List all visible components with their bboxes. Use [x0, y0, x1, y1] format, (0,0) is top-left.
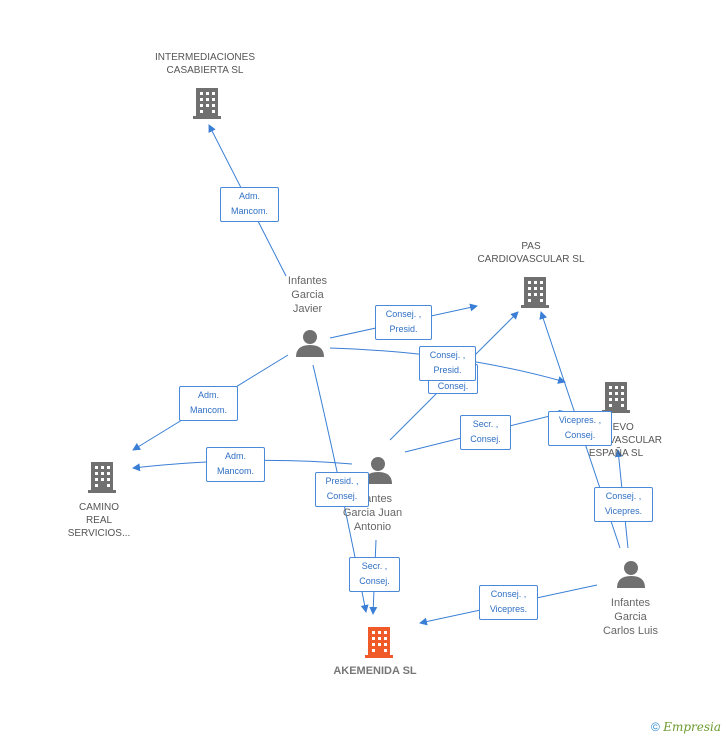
- building-icon-camino[interactable]: [88, 462, 116, 493]
- relation-role: Secr. ,: [361, 561, 388, 571]
- building-icon-akemenida[interactable]: [365, 627, 393, 658]
- relation-role: Consej.: [359, 576, 390, 586]
- relation-role: Consej.: [326, 491, 358, 501]
- company-name-line: AKEMENIDA SL: [333, 665, 417, 677]
- company-name-line: NUEVO: [598, 422, 634, 433]
- relation-role: Presid.: [433, 365, 462, 375]
- company-name-line: CASABIERTA SL: [166, 65, 244, 76]
- relation-role: Mancom.: [216, 466, 254, 476]
- person-label-javier[interactable]: Infantes Garcia Javier: [260, 274, 355, 316]
- company-name-line: INTERMEDIACIONES: [154, 52, 255, 63]
- company-label-camino[interactable]: CAMINO REAL SERVICIOS...: [49, 501, 149, 540]
- footer-credit[interactable]: © Empresia: [651, 720, 721, 734]
- relation-role: Consej. ,: [490, 589, 527, 599]
- relation-badge-javier-intermediaciones[interactable]: Adm. Mancom.: [220, 187, 279, 222]
- relation-role: Adm.: [238, 191, 260, 201]
- company-label-pas[interactable]: PAS CARDIOVASCULAR SL: [456, 240, 606, 266]
- person-icon-javier[interactable]: [296, 330, 324, 357]
- relation-role: Vicepres. ,: [558, 415, 602, 425]
- relation-badge-juan-akemenida[interactable]: Secr. , Consej.: [349, 557, 400, 592]
- relation-role: Vicepres.: [604, 506, 643, 516]
- person-icon-carlos[interactable]: [617, 561, 645, 588]
- relation-badge-javier-pas[interactable]: Consej. , Presid.: [375, 305, 432, 340]
- relation-role: Vicepres.: [489, 604, 528, 614]
- building-icon-intermediaciones[interactable]: [193, 86, 223, 120]
- relation-badge-javier-camino[interactable]: Adm. Mancom.: [179, 386, 238, 421]
- relation-badge-juan-camino[interactable]: Adm. Mancom.: [206, 447, 265, 482]
- copyright-symbol: ©: [651, 720, 660, 734]
- relation-badge-javier-nuevo[interactable]: Consej. , Presid.: [419, 346, 476, 381]
- building-icon-pas[interactable]: [521, 277, 549, 308]
- company-name-line: ESPAÑA SL: [588, 448, 644, 459]
- relation-badge-juan-nuevo[interactable]: Secr. , Consej.: [460, 415, 511, 450]
- company-name-line: CARDIOVASCULAR SL: [477, 254, 585, 265]
- person-name-line: Carlos Luis: [602, 625, 659, 637]
- person-name-line: Garcia: [291, 289, 324, 301]
- relation-role: Adm.: [224, 451, 246, 461]
- brand-logo: Empresia: [663, 720, 721, 734]
- company-name-line: REAL: [85, 515, 113, 526]
- person-name-line: Javier: [292, 303, 323, 315]
- company-label-nuevo[interactable]: NUEVO CARDIOVASCULAR ESPAÑA SL: [556, 421, 676, 460]
- relation-role: Consej.: [437, 381, 469, 391]
- building-icon-nuevo[interactable]: [602, 382, 630, 413]
- company-name-line: PAS: [521, 241, 541, 252]
- company-name-line: CARDIOVASCULAR: [569, 435, 663, 446]
- company-label-intermediaciones[interactable]: INTERMEDIACIONES CASABIERTA SL: [130, 51, 280, 77]
- relation-role: Mancom.: [189, 405, 227, 415]
- person-name-line: Infantes: [610, 597, 651, 609]
- relation-role: Consej.: [564, 430, 596, 440]
- relation-badge-carlos-pas[interactable]: Vicepres. , Consej.: [548, 411, 612, 446]
- relation-badge-carlos-akemenida[interactable]: Consej. , Vicepres.: [479, 585, 538, 620]
- relation-badge-carlos-nuevo[interactable]: Consej. , Vicepres.: [594, 487, 653, 522]
- company-name-line: CAMINO: [79, 502, 119, 513]
- company-label-akemenida[interactable]: AKEMENIDA SL: [300, 664, 450, 678]
- relation-role: Presid.: [389, 324, 418, 334]
- company-name-line: SERVICIOS...: [67, 528, 131, 539]
- person-label-carlos[interactable]: Infantes Garcia Carlos Luis: [583, 596, 678, 638]
- relation-badge-javier-akemenida[interactable]: Presid. , Consej.: [315, 472, 369, 507]
- relation-role: Presid. ,: [325, 476, 359, 486]
- person-icon-juan[interactable]: [364, 457, 392, 484]
- relation-role: Consej. ,: [385, 309, 422, 319]
- relation-role: Consej. ,: [605, 491, 642, 501]
- person-name-line: Infantes: [287, 275, 328, 287]
- person-name-line: Garcia Juan: [342, 507, 403, 519]
- person-name-line: Antonio: [353, 521, 392, 533]
- person-name-line: Garcia: [614, 611, 647, 623]
- relation-role: Mancom.: [230, 206, 268, 216]
- relation-role: Secr. ,: [472, 419, 499, 429]
- relation-role: Consej.: [470, 434, 501, 444]
- relation-role: Consej. ,: [429, 350, 466, 360]
- relation-role: Adm.: [197, 390, 219, 400]
